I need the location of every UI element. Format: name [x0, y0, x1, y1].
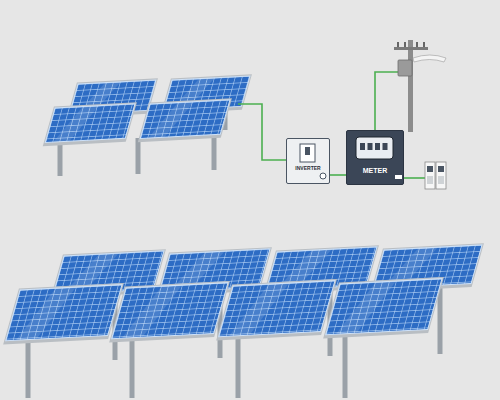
- meter-dial: [347, 131, 405, 186]
- panel-glare: [53, 106, 99, 142]
- switch-lever: [305, 147, 310, 155]
- load-wire: [404, 177, 425, 179]
- support-post: [212, 134, 217, 170]
- panel-glare: [16, 287, 76, 340]
- meter-box: METER: [346, 130, 404, 185]
- support-post: [58, 140, 63, 176]
- support-post: [136, 138, 141, 174]
- meter-digit: [360, 143, 365, 150]
- panel-frame: [323, 277, 444, 338]
- utility-pole: [394, 40, 446, 132]
- panel-cells: [140, 100, 230, 139]
- support-post: [130, 332, 135, 398]
- meter-digit: [368, 143, 373, 150]
- inverter-box: INVERTER: [286, 138, 330, 184]
- switch-plate: [300, 144, 315, 162]
- panel-glare: [122, 285, 182, 338]
- panel-glare: [336, 281, 396, 334]
- solar-panel: [43, 102, 137, 146]
- panel-cells: [6, 285, 122, 341]
- dc-wire: [238, 104, 286, 160]
- meter-digit: [383, 143, 388, 150]
- panel-frame: [216, 279, 337, 340]
- solar-panel: [138, 98, 232, 142]
- panel-cells: [112, 283, 228, 339]
- meter-digit: [375, 143, 380, 150]
- support-post: [236, 330, 241, 398]
- panel-frame: [138, 98, 232, 142]
- breaker-switches: [425, 162, 446, 189]
- solar-panel: [323, 277, 444, 338]
- panel-frame: [3, 283, 124, 344]
- support-post: [26, 334, 31, 398]
- grid-wire: [375, 72, 400, 130]
- panel-glare: [229, 283, 289, 336]
- device-label: INVERTER: [287, 166, 329, 172]
- socket: [320, 173, 326, 179]
- ac-wire: [330, 174, 346, 176]
- support-post: [343, 328, 348, 398]
- panel-frame: [109, 281, 230, 342]
- solar-panel: [3, 283, 124, 344]
- panel-glare: [148, 102, 194, 138]
- inverter-switch: [287, 139, 331, 185]
- solar-panel: [216, 279, 337, 340]
- panel-cells: [219, 281, 335, 337]
- panel-cells: [326, 279, 442, 335]
- meter-port: [395, 175, 402, 179]
- device-label: METER: [347, 167, 403, 175]
- panel-frame: [43, 102, 137, 146]
- meter-face: [356, 137, 393, 159]
- panel-cells: [45, 104, 135, 143]
- solar-panel: [109, 281, 230, 342]
